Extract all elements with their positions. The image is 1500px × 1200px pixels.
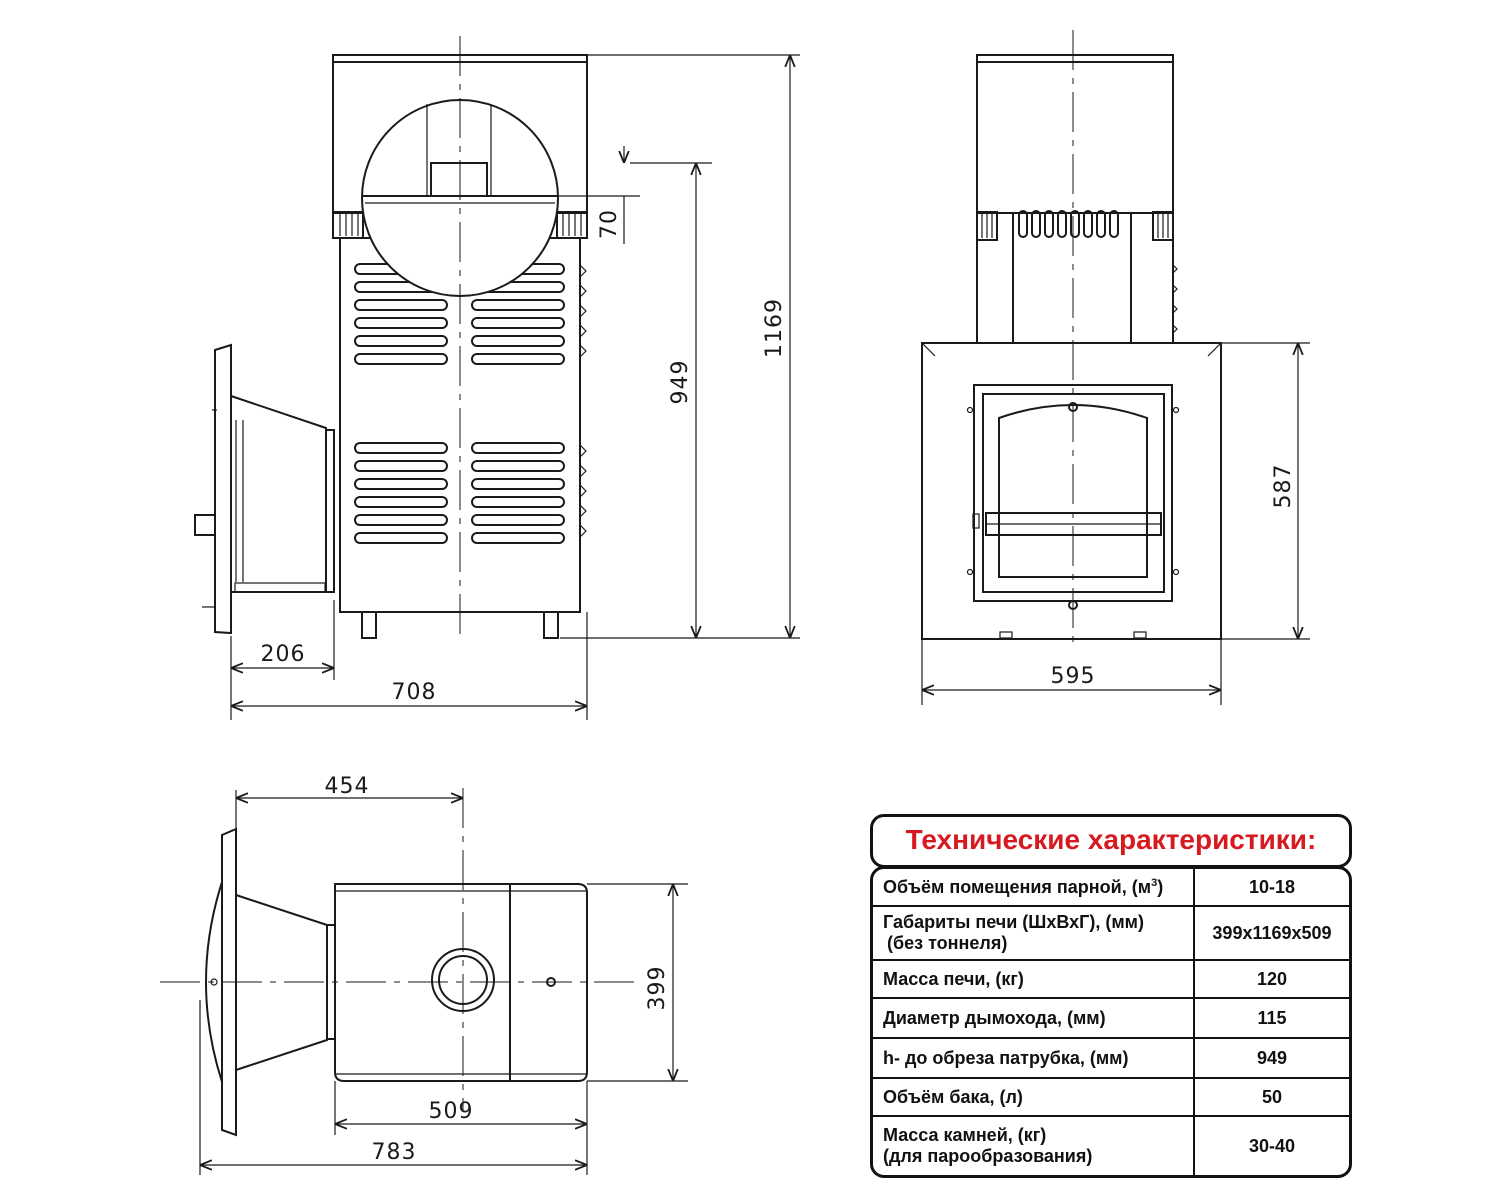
dim-top-gap: 70 <box>597 209 622 239</box>
dim-total-depth: 708 <box>392 680 437 705</box>
spec-value: 115 <box>1257 1007 1287 1028</box>
dim-top-body-depth: 509 <box>429 1099 474 1124</box>
side-tunnel <box>194 343 335 635</box>
dim-front-panel-height: 587 <box>1271 464 1296 509</box>
dim-top-total-depth: 783 <box>372 1140 417 1165</box>
top-view: 454 399 509 783 <box>160 774 688 1175</box>
spec-row-pipe-height: h- до обреза патрубка, (мм) 949 <box>873 1037 1349 1077</box>
side-fins <box>579 264 587 538</box>
spec-value: 10-18 <box>1248 876 1296 897</box>
spec-label: Объём бака, (л) <box>873 1079 1195 1115</box>
spec-label: Диаметр дымохода, (мм) <box>873 999 1195 1037</box>
front-louvers <box>1018 210 1119 238</box>
spec-value: 50 <box>1261 1086 1283 1107</box>
spec-value: 399x1169x509 <box>1212 922 1332 943</box>
spec-label: Масса печи, (кг) <box>873 961 1195 997</box>
spec-row-room-volume: Объём помещения парной, (м3) 10-18 <box>873 869 1349 905</box>
spec-row-tank-volume: Объём бака, (л) 50 <box>873 1077 1349 1115</box>
spec-title: Технические характеристики: <box>870 814 1352 868</box>
front-view: 595 587 <box>921 30 1310 705</box>
spec-row-mass: Масса печи, (кг) 120 <box>873 959 1349 997</box>
side-louvers-lower <box>354 442 565 544</box>
spec-label: Объём помещения парной, (м3) <box>873 869 1195 905</box>
spec-label: h- до обреза патрубка, (мм) <box>873 1039 1195 1077</box>
spec-row-chimney-diameter: Диаметр дымохода, (мм) 115 <box>873 997 1349 1037</box>
spec-value: 949 <box>1256 1047 1288 1068</box>
dim-tunnel-depth: 206 <box>261 642 306 667</box>
dim-top-width: 399 <box>645 966 670 1011</box>
spec-label: Масса камней, (кг) (для парообразования) <box>873 1117 1195 1175</box>
spec-value: 120 <box>1256 968 1288 989</box>
side-ring-left <box>332 211 364 239</box>
spec-label: Габариты печи (ШхВхГ), (мм) (без тоннеля… <box>873 907 1195 959</box>
dim-chimney-height: 949 <box>668 360 693 405</box>
spec-value: 30-40 <box>1248 1135 1296 1156</box>
spec-row-dimensions: Габариты печи (ШхВхГ), (мм) (без тоннеля… <box>873 905 1349 959</box>
dim-total-height: 1169 <box>762 298 787 358</box>
spec-row-stones-mass: Масса камней, (кг) (для парообразования)… <box>873 1115 1349 1175</box>
spec-table: Объём помещения парной, (м3) 10-18 Габар… <box>870 866 1352 1178</box>
dim-top-axis-offset: 454 <box>325 774 370 799</box>
side-ring-right <box>556 211 588 239</box>
side-view: 1169 949 70 206 708 <box>194 36 800 720</box>
dim-front-width: 595 <box>1051 664 1096 689</box>
